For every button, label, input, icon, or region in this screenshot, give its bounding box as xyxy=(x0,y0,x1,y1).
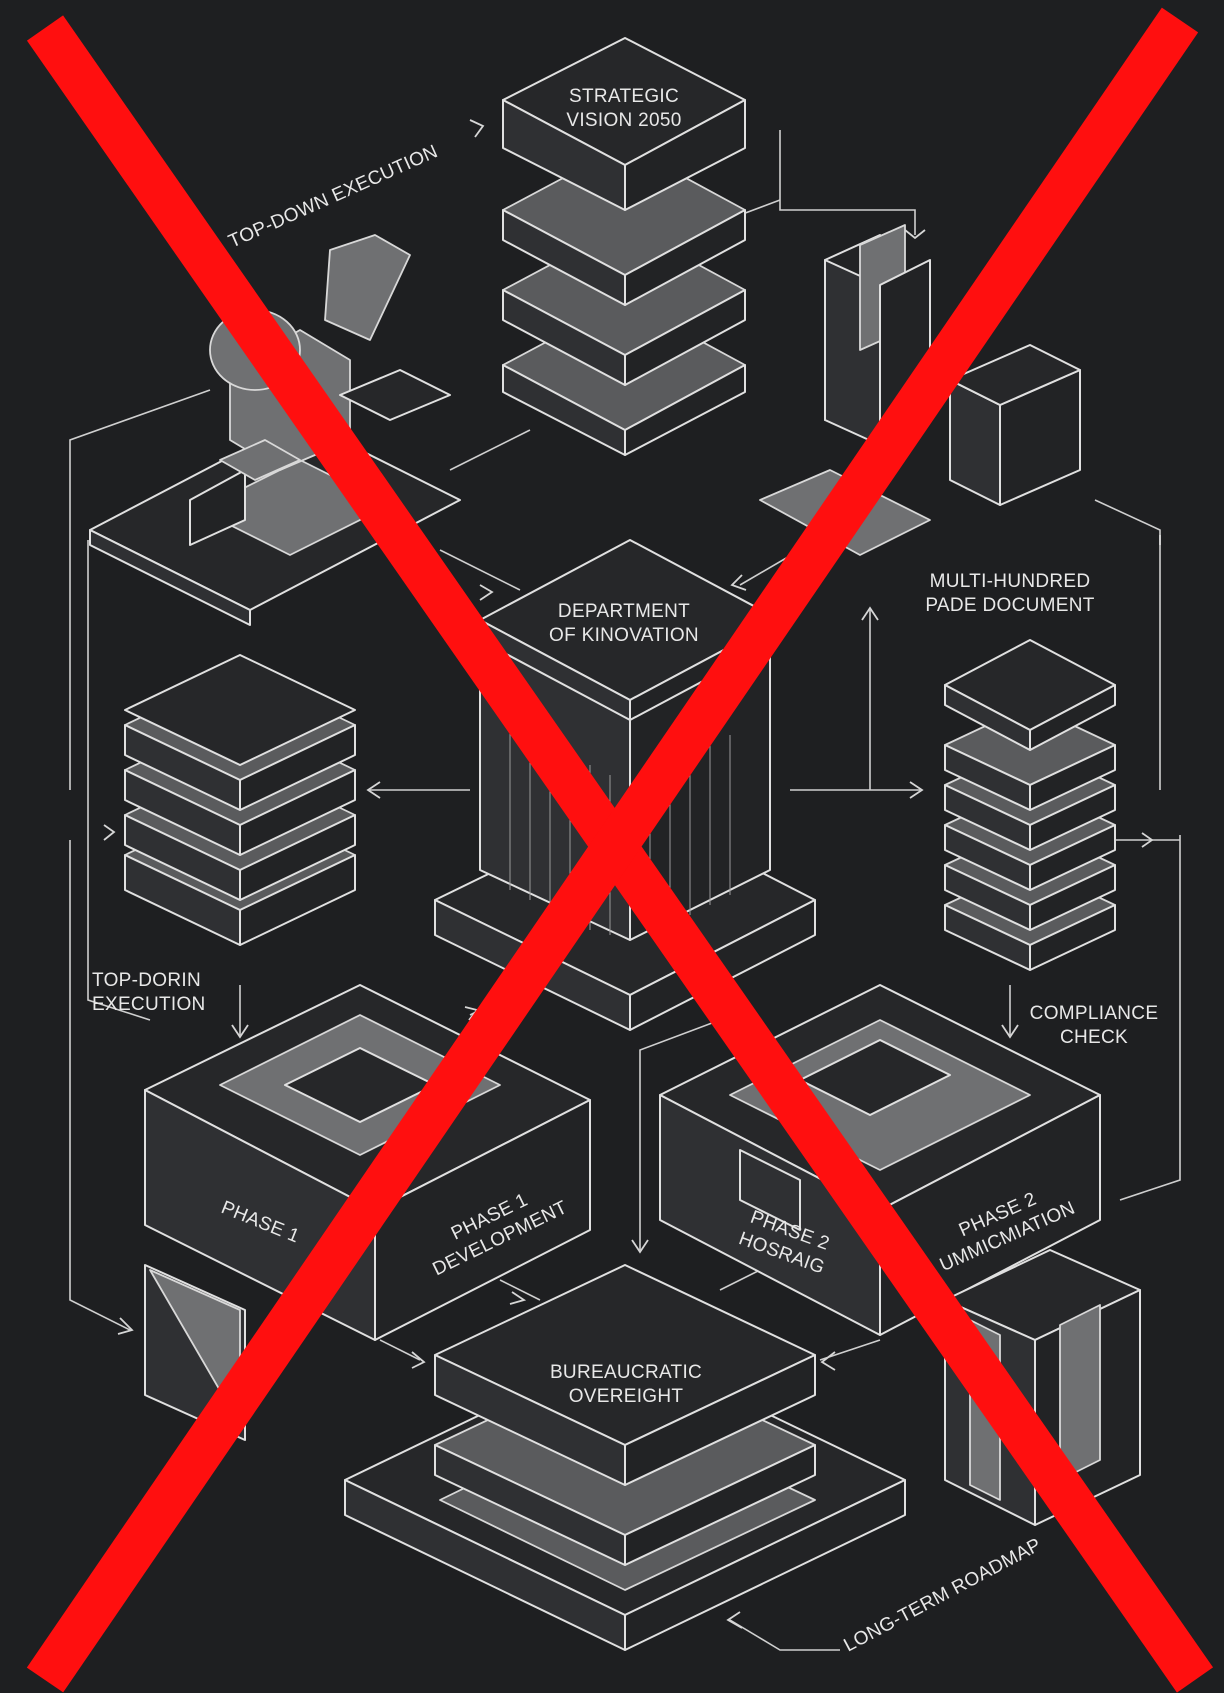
department-label-2: OF KINOVATION xyxy=(549,625,699,646)
top-down-execution-left-label-2: EXECUTION xyxy=(92,994,206,1015)
right-stack xyxy=(945,640,1115,970)
top-down-execution-arc-label: TOP-DOWN EXECUTION xyxy=(225,141,441,252)
phase-1-block xyxy=(145,985,590,1340)
compliance-check-label-2: CHECK xyxy=(1060,1027,1128,1048)
multi-hundred-label-2: PADE DOCUMENT xyxy=(925,595,1094,616)
bureaucratic-oversight-block xyxy=(345,1265,905,1650)
top-down-execution-left-label-1: TOP-DORIN xyxy=(92,970,201,991)
strategic-vision-label-1: STRATEGIC xyxy=(569,86,679,107)
bureaucratic-oversight-label-1: BUREAUCRATIC xyxy=(550,1362,702,1383)
long-term-roadmap-label: LONG-TERM ROADMAP xyxy=(840,1534,1045,1656)
left-stack xyxy=(125,655,355,945)
multi-hundred-label-1: MULTI-HUNDRED xyxy=(930,571,1091,592)
strategic-vision-label-2: VISION 2050 xyxy=(566,110,681,131)
bureaucratic-oversight-label-2: OVEREIGHT xyxy=(569,1386,684,1407)
compliance-check-label-1: COMPLIANCE xyxy=(1030,1003,1159,1024)
department-label-1: DEPARTMENT xyxy=(558,601,690,622)
